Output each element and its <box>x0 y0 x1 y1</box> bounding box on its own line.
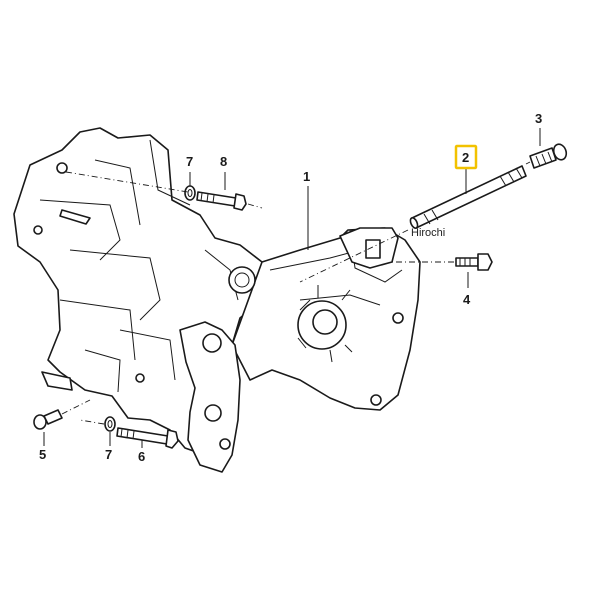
callout-1: 1 <box>303 169 310 184</box>
screw-part-5 <box>33 409 63 430</box>
bolt-part-8 <box>196 191 247 211</box>
callout-7-bottom: 7 <box>105 447 112 462</box>
highlight-box <box>454 144 478 170</box>
callout-3: 3 <box>535 111 542 126</box>
long-stud-part-2 <box>409 165 527 229</box>
screw-part-3 <box>529 143 568 169</box>
watermark-text: Hirochi <box>411 227 445 239</box>
bolt-part-4 <box>455 253 493 271</box>
callout-6: 6 <box>138 449 145 464</box>
callout-5: 5 <box>39 447 46 462</box>
assembly-axis-lines <box>61 161 531 425</box>
callout-4: 4 <box>463 292 471 307</box>
gearbox-housing-part-1 <box>13 127 421 473</box>
leader-lines <box>43 128 541 448</box>
callout-2: 2 <box>462 150 469 165</box>
washer-part-7-top <box>184 185 196 201</box>
callout-8: 8 <box>220 154 227 169</box>
callout-7-top: 7 <box>186 154 193 169</box>
bolt-part-6 <box>116 427 179 449</box>
washer-part-7-bottom <box>104 416 116 432</box>
